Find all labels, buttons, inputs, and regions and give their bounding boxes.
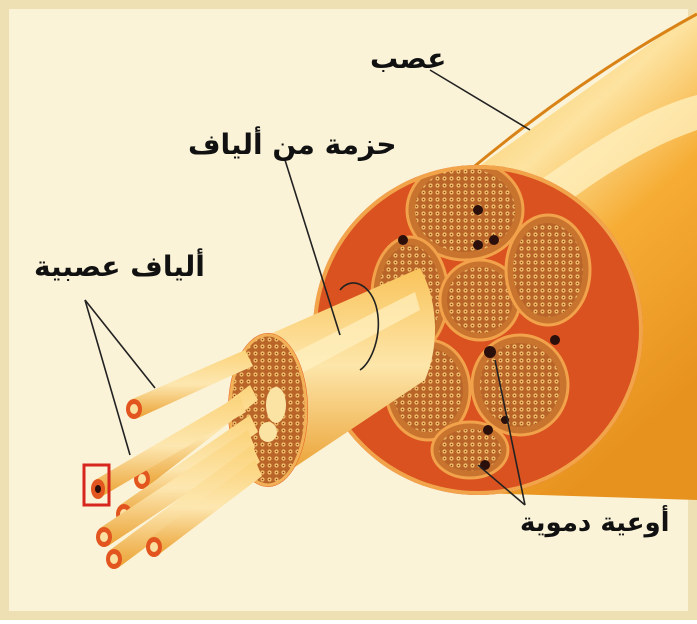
nerve-label: عصب: [370, 42, 446, 75]
nerve-fibers-label: ألياف عصبية: [34, 250, 205, 283]
fiber-bundle-label: حزمة من ألياف: [188, 128, 397, 161]
blood-vessels-label: أوعية دموية: [520, 508, 670, 538]
